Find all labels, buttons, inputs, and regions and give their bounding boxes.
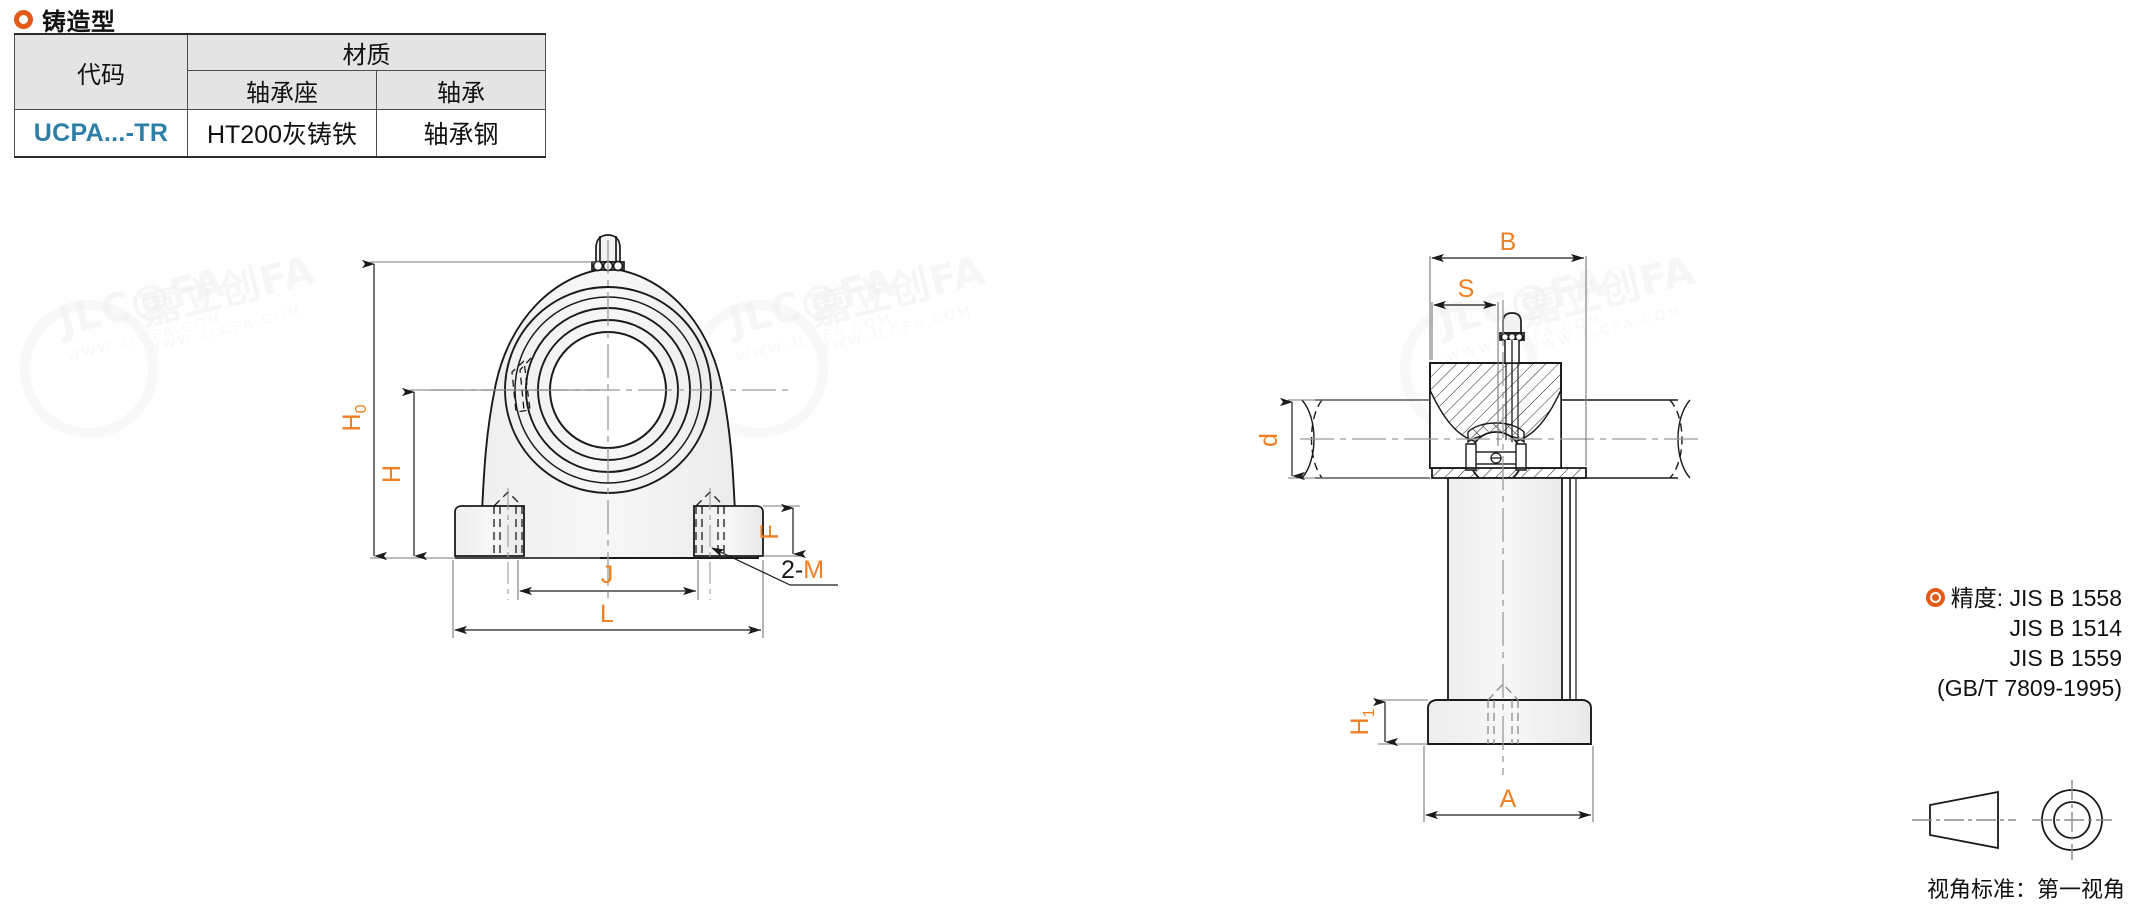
col-header-housing: 轴承座 (187, 70, 377, 110)
precision-line: (GB/T 7809-1995) (1937, 675, 2122, 701)
col-header-material: 材质 (187, 33, 546, 71)
page-title: 铸造型 (42, 9, 116, 36)
grease-nipple (591, 234, 625, 272)
bolt-hole-side-hidden (1487, 683, 1519, 744)
precision-line: JIS B 1559 (2009, 645, 2122, 671)
precision-line: 精度: JIS B 1558 (1822, 583, 2122, 613)
target-icon (1925, 588, 1945, 607)
foot-left (454, 505, 525, 557)
col-header-bearing: 轴承 (376, 70, 546, 110)
dim-label-B: B (1500, 228, 1517, 256)
dim-label-S: S (1458, 275, 1475, 303)
dim-label-d: d (1255, 433, 1283, 447)
grease-nipple-side (1499, 312, 1525, 442)
foot-base-side (1427, 699, 1592, 745)
foot-right (693, 505, 764, 557)
side-view-dimensions: B S d H1 A (1255, 228, 1594, 822)
dim-label-H0: H0 (338, 404, 370, 431)
cell-housing: HT200灰铸铁 (187, 109, 377, 158)
side-view-geometry (1301, 312, 1691, 745)
projection-caption: 视角标准：第一视角 (1926, 877, 2125, 902)
dim-label-J: J (601, 561, 614, 589)
cone-silhouette (1929, 790, 1999, 850)
front-view-geometry (454, 234, 764, 559)
section-header: 铸造型 (14, 2, 116, 37)
front-view-dimensions: H0 H F J L 2-M (338, 259, 838, 638)
precision-standards: 精度: JIS B 1558 JIS B 1514 JIS B 1559 (GB… (1822, 583, 2122, 703)
col-header-code: 代码 (14, 33, 188, 110)
set-screw-hidden (511, 357, 532, 413)
dim-label-H1: H1 (1346, 708, 1378, 735)
precision-line: JIS B 1514 (2009, 615, 2122, 641)
base-plate-section (1431, 467, 1587, 479)
ring-icon (14, 10, 33, 29)
side-center-lines (1300, 300, 1700, 775)
material-table: 代码 材质 轴承座 轴承 UCPA...-TR HT200灰铸铁 轴承钢 (14, 33, 546, 158)
pedestal-column (1447, 477, 1563, 709)
dim-label-F: F (756, 524, 784, 539)
dim-label-H: H (378, 465, 406, 483)
precision-label-and-first: 精度: JIS B 1558 (1950, 585, 2122, 611)
table-header-row-1: 代码 材质 (14, 33, 546, 110)
table-header-row-2: 轴承座 轴承 (15, 70, 546, 110)
dim-label-A: A (1500, 785, 1517, 813)
cell-bearing: 轴承钢 (376, 109, 546, 158)
dim-label-L: L (600, 600, 614, 628)
table-row: UCPA...-TR HT200灰铸铁 轴承钢 (14, 109, 546, 158)
cell-code: UCPA...-TR (14, 109, 188, 158)
leader-line-2M (711, 547, 791, 586)
first-angle-projection-symbol (1912, 780, 2112, 860)
bolt-center-lines (507, 488, 711, 600)
callout-2-M: 2-M (781, 556, 824, 584)
